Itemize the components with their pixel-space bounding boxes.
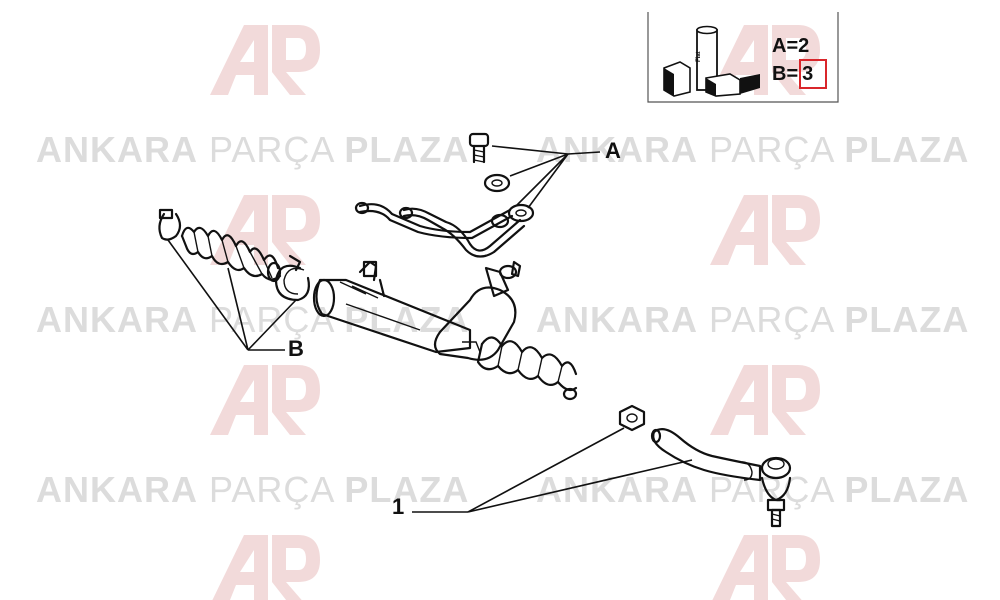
hydraulic-pipe-lower — [398, 206, 526, 258]
quantity-legend: Fiat A=2 B=3 — [647, 12, 839, 103]
watermark-layer: ANKARA PARÇA PLAZA ANKARA PARÇA PLAZA AN… — [36, 25, 969, 600]
hydraulic-pipes-group — [354, 132, 535, 258]
steering-boot-group — [158, 208, 310, 302]
svg-text:ANKARA PARÇA PLAZA: ANKARA PARÇA PLAZA — [536, 469, 969, 510]
watermark-text: ANKARA PARÇA PLAZA ANKARA PARÇA PLAZA AN… — [36, 129, 969, 510]
svg-text:ANKARA PARÇA PLAZA: ANKARA PARÇA PLAZA — [36, 299, 469, 340]
callout-label-b: B — [288, 336, 304, 361]
boot-clip-large — [274, 254, 310, 302]
svg-text:ANKARA PARÇA PLAZA: ANKARA PARÇA PLAZA — [536, 299, 969, 340]
tie-rod-end — [650, 427, 792, 528]
hydraulic-pipe-upper — [354, 201, 514, 240]
rubber-bellows — [180, 226, 282, 283]
svg-text:ANKARA PARÇA PLAZA: ANKARA PARÇA PLAZA — [36, 469, 469, 510]
right-bellows — [476, 336, 578, 401]
svg-text:ANKARA PARÇA PLAZA: ANKARA PARÇA PLAZA — [36, 129, 469, 170]
legend-highlight-box — [799, 59, 827, 89]
sealing-washer-2 — [507, 203, 535, 223]
parts-boxes-icon: Fiat — [663, 25, 760, 97]
steering-rack-housing — [312, 260, 578, 401]
boot-clip-small — [158, 208, 182, 241]
legend-frame — [647, 12, 839, 103]
legend-quantity-a: A=2 — [772, 35, 809, 57]
sealing-washer-1 — [483, 173, 511, 193]
svg-text:Fiat: Fiat — [696, 51, 702, 62]
leader-lines — [167, 145, 693, 513]
callout-label-1: 1 — [392, 494, 404, 519]
self-locking-nut — [618, 404, 646, 432]
tie-rod-end-group — [618, 404, 792, 528]
callout-label-a: A — [605, 138, 621, 163]
legend-quantity-b: B=3 — [772, 63, 813, 85]
svg-text:ANKARA PARÇA PLAZA: ANKARA PARÇA PLAZA — [536, 129, 969, 170]
banjo-bolt — [468, 132, 490, 164]
